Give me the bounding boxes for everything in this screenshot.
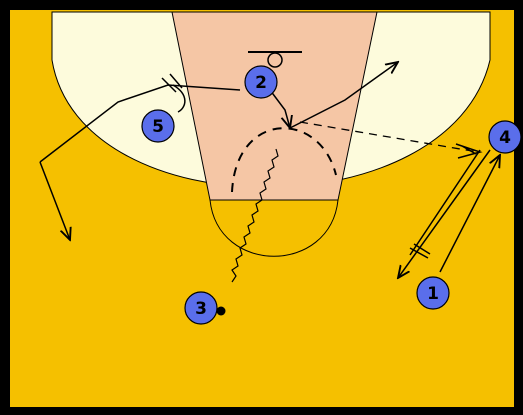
player-3-circle (184, 291, 218, 325)
cut-line-player-5 (39, 84, 241, 163)
player-4-number: 4 (499, 128, 511, 148)
player-5-number: 5 (152, 117, 164, 137)
player-2: 2 (244, 65, 278, 99)
dribble-line-player-3 (231, 148, 279, 283)
player-1-number: 1 (427, 284, 439, 304)
player-5-circle (141, 109, 175, 143)
player-5: 5 (141, 109, 175, 143)
ball (216, 306, 226, 316)
free-throw-circle-solid (209, 199, 339, 257)
cut-line-left-corner (39, 161, 70, 240)
screen-marker-player-5 (161, 73, 183, 93)
cut-line-player-4-parallel (409, 149, 481, 256)
free-throw-circle-dashed (231, 127, 337, 193)
screen-marker-player-4 (455, 143, 483, 159)
player-1-circle (416, 276, 450, 310)
cut-line-player-1-up (439, 155, 500, 273)
player-2-number: 2 (255, 73, 267, 93)
screen-marker-player-1 (409, 243, 431, 259)
player-1: 1 (416, 276, 450, 310)
player-4-circle (488, 120, 522, 154)
player-4: 4 (488, 120, 522, 154)
screen-cut-player-5 (172, 84, 186, 113)
player-3: 3 (184, 291, 226, 325)
cut-line-player-4-down (398, 149, 491, 278)
cut-line-player-2 (289, 62, 398, 129)
pass-line-to-4 (299, 121, 479, 153)
player-3-number: 3 (195, 299, 207, 319)
cut-line-lane (269, 89, 290, 128)
rim (267, 52, 283, 68)
player-2-circle (244, 65, 278, 99)
